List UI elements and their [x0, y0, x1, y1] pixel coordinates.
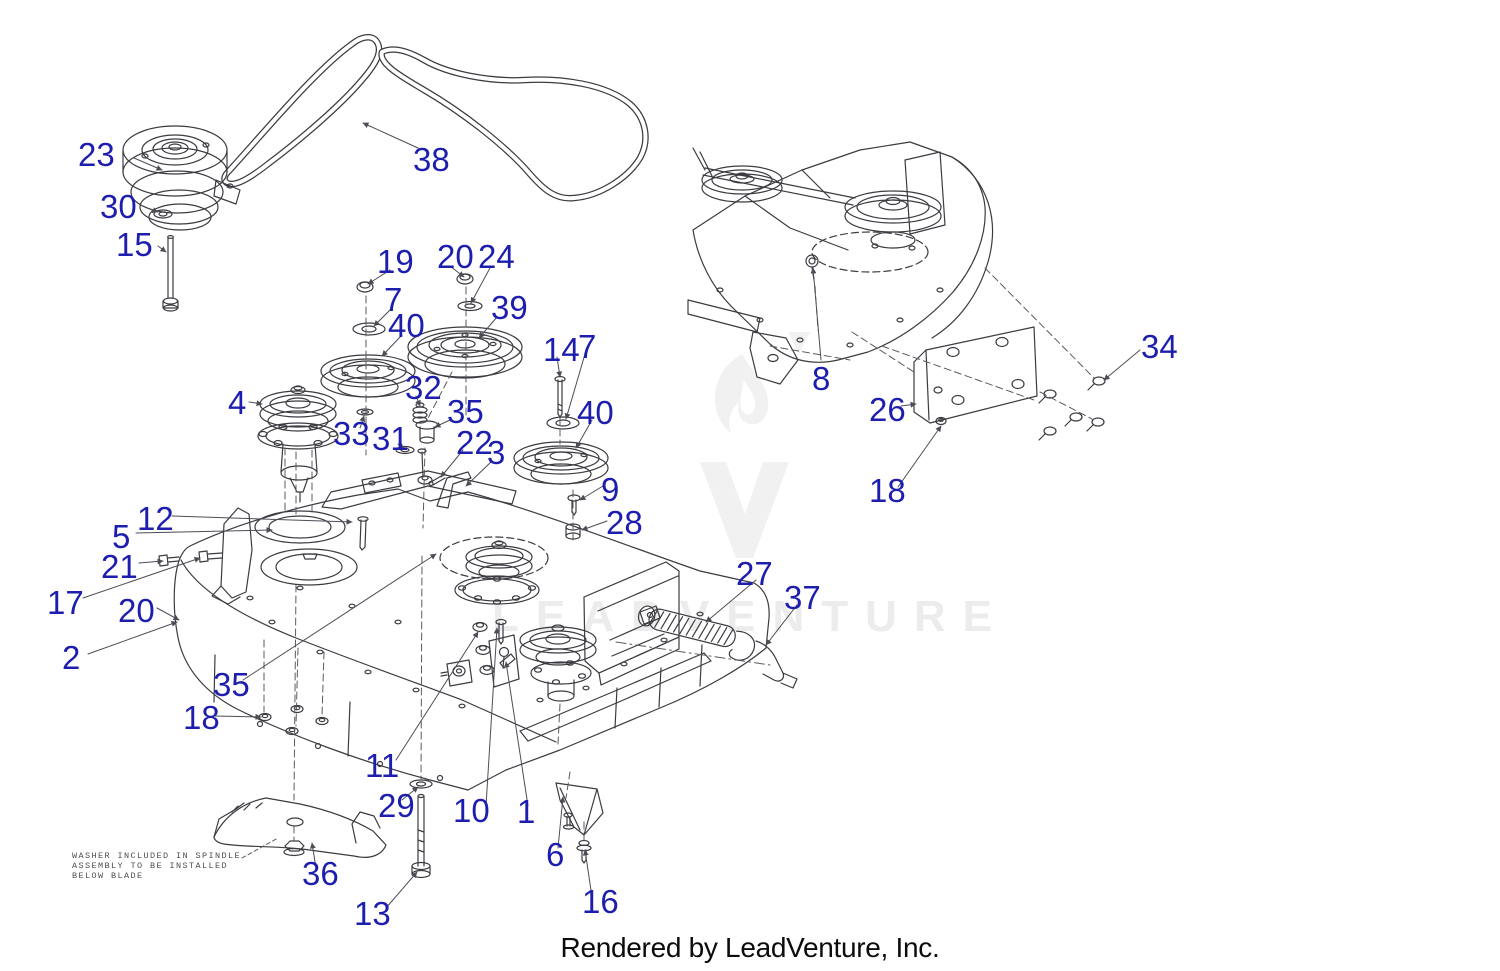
flat-idler-pulley-39 [407, 326, 523, 379]
idler-pulley-40b [513, 441, 609, 485]
callout-13: 13 [354, 895, 391, 932]
footer-credit: Rendered by LeadVenture, Inc. [560, 932, 940, 963]
callout-9: 9 [601, 471, 620, 508]
callout-35: 35 [213, 666, 250, 703]
callout-28: 28 [606, 504, 643, 541]
callout-14: 14 [543, 331, 580, 368]
callout-23: 23 [78, 136, 115, 173]
callout-27: 27 [736, 555, 773, 592]
callout-4: 4 [228, 384, 247, 421]
screw-18-right [935, 416, 947, 426]
bolt-16 [576, 839, 592, 864]
callout-19: 19 [377, 243, 414, 280]
center-spindle [439, 536, 549, 605]
flange-nuts-11 [472, 621, 495, 676]
callout-7: 7 [578, 328, 597, 365]
bolt-10 [495, 618, 507, 645]
callout-12: 12 [137, 500, 174, 537]
callout-36: 36 [302, 855, 339, 892]
washer-7b [546, 416, 580, 430]
callout-31: 31 [372, 420, 409, 457]
carriage-bolt-12 [357, 516, 369, 551]
callout-8: 8 [812, 360, 831, 397]
electric-clutch [122, 125, 241, 231]
deck-drive-belt [221, 34, 649, 202]
ferrule-rod-37 [755, 640, 798, 689]
callout-15: 15 [116, 226, 153, 263]
installation-note: WASHER INCLUDED IN SPINDLE ASSEMBLY TO B… [72, 851, 241, 881]
note-line-1: WASHER INCLUDED IN SPINDLE [72, 851, 242, 861]
callout-26: 26 [869, 391, 906, 428]
callout-22: 22 [456, 424, 493, 461]
callout-35: 35 [447, 393, 484, 430]
baffle-plate-5 [211, 507, 253, 605]
lower-spindle [519, 624, 597, 702]
callout-38: 38 [413, 141, 450, 178]
chute-bracket-6 [555, 782, 604, 836]
bracket-3 [436, 471, 472, 509]
callout-39: 39 [491, 289, 528, 326]
idler-arm [321, 448, 517, 510]
callout-37: 37 [784, 579, 821, 616]
callout-18: 18 [869, 472, 906, 509]
callout-11: 11 [365, 747, 400, 784]
callout-2: 2 [62, 639, 81, 676]
callout-30: 30 [100, 188, 137, 225]
bolt-17 [198, 550, 223, 563]
callout-5: 5 [112, 518, 131, 555]
callout-20: 20 [437, 238, 474, 275]
callout-17: 17 [47, 584, 84, 621]
callout-10: 10 [453, 792, 490, 829]
key-1 [499, 653, 516, 669]
washer-7a [352, 322, 386, 336]
assembled-deck-view [687, 141, 994, 385]
callout-18: 18 [183, 699, 220, 736]
mower-deck-shell [173, 488, 770, 791]
flange-nut-20 [456, 273, 474, 285]
bolt-21 [158, 554, 180, 567]
callout-16: 16 [582, 883, 619, 920]
callout-34: 34 [1141, 328, 1178, 365]
note-line-3: BELOW BLADE [72, 871, 144, 881]
callout-7: 7 [384, 281, 403, 318]
callout-6: 6 [546, 836, 565, 873]
note-line-2: ASSEMBLY TO BE INSTALLED [72, 861, 229, 871]
pivot-hanger [440, 659, 473, 687]
washer-33 [356, 408, 374, 416]
callout-20: 20 [118, 592, 155, 629]
mower-blade-36 [213, 797, 387, 858]
leadventure-flame-icon [700, 332, 810, 558]
washer-24 [457, 300, 483, 312]
pivot-bushing-35 [415, 420, 439, 444]
washer-31 [395, 445, 415, 455]
callout-32: 32 [405, 369, 442, 406]
idler-pulley-40a [320, 354, 416, 398]
mount-bracket-26 [913, 326, 1038, 424]
callout-29: 29 [378, 787, 415, 824]
blade-nut-36 [283, 840, 305, 857]
bolt-9 [567, 494, 581, 516]
clutch-bolt [162, 235, 179, 312]
deck-screws-18-left [258, 704, 329, 736]
callout-33: 33 [333, 415, 370, 452]
clutch-washer [153, 209, 173, 219]
callout-40: 40 [577, 394, 614, 431]
callout-1: 1 [517, 793, 536, 830]
callout-leader-lines [82, 122, 1141, 909]
bolt-14 [554, 375, 566, 418]
callout-40: 40 [388, 307, 425, 344]
extension-spring-27 [637, 605, 756, 661]
callout-3: 3 [487, 434, 506, 471]
flange-nut-19 [356, 281, 374, 293]
callout-21: 21 [101, 548, 138, 585]
callout-24: 24 [478, 238, 515, 275]
rear-frame [519, 561, 712, 742]
spindle-assembly-4 [257, 385, 339, 503]
